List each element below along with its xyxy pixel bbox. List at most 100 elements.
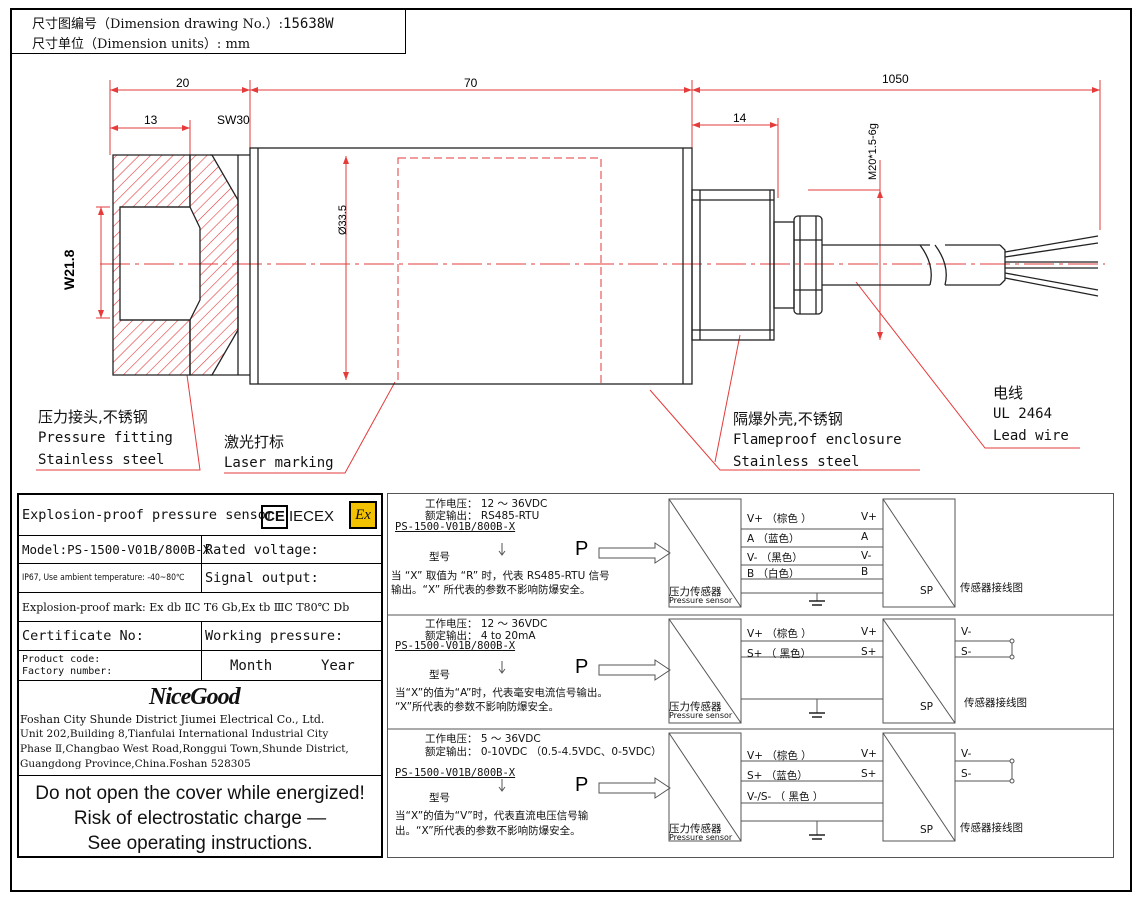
factory-number-label: Factory number: bbox=[22, 665, 113, 677]
p-symbol-2: P bbox=[575, 656, 588, 678]
title-block: 尺寸图编号（Dimension drawing No.）:15638W 尺寸单位… bbox=[10, 8, 406, 54]
warning-line-1: Do not open the cover while energized! bbox=[35, 783, 365, 804]
dim-1050: 1050 bbox=[882, 72, 909, 86]
sec1-sensor-cn: 压力传感器 bbox=[669, 586, 722, 598]
sec2-note-2: “X”所代表的参数不影响防爆安全。 bbox=[395, 701, 560, 713]
sec1-model: PS-1500-V01B/800B-X bbox=[395, 521, 516, 533]
sec2-row-2-right: S+ bbox=[861, 646, 877, 658]
sec3-row-1-right: V+ bbox=[861, 748, 877, 760]
enclosure-label-en: Flameproof enclosure bbox=[733, 432, 902, 448]
warning-block: Do not open the cover while energized! R… bbox=[19, 781, 381, 856]
sec2-term-1: V- bbox=[961, 626, 972, 638]
nameplate: Explosion-proof pressure sensor CE IECEX… bbox=[17, 493, 383, 858]
drawing-number: 15638W bbox=[283, 16, 334, 32]
dim-w218: W21.8 bbox=[61, 249, 77, 290]
ce-mark: CE bbox=[261, 505, 288, 529]
sec3-supply: 工作电压： 5 ～ 36VDC bbox=[425, 733, 541, 745]
sec3-output: 额定输出： 0-10VDC （0.5-4.5VDC、0-5VDC） bbox=[425, 746, 662, 758]
drawing-frame bbox=[10, 8, 1132, 892]
laser-label-en: Laser marking bbox=[224, 455, 334, 471]
dim-13: 13 bbox=[144, 113, 158, 127]
wire-label-en: Lead wire bbox=[993, 428, 1069, 444]
sec2-sp: SP bbox=[920, 701, 933, 713]
sec3-note-2: 出。“X”所代表的参数不影响防爆安全。 bbox=[395, 825, 581, 837]
warning-line-3: See operating instructions. bbox=[87, 833, 313, 854]
wiring-diagrams: P P P 工作电压： 12 ～ 36VDC 额定输出： RS485-RTU P… bbox=[387, 493, 1114, 858]
nameplate-title: Explosion-proof pressure sensor bbox=[22, 507, 274, 523]
sec2-output: 额定输出： 4 to 20mA bbox=[425, 630, 536, 642]
fitting-material: Stainless steel bbox=[38, 452, 165, 468]
address-line-2: Phase Ⅱ,Changbao West Road,Ronggui Town,… bbox=[20, 743, 349, 755]
ip-row: IP67, Use ambient temperature: -40~80℃ S… bbox=[19, 564, 381, 593]
sec2-sensor-cn: 压力传感器 bbox=[669, 701, 722, 713]
sec3-xinghao: 型号 bbox=[429, 792, 450, 804]
fitting-label-cn: 压力接头,不锈钢 bbox=[38, 408, 148, 426]
sec2-row-2-left: S+ （ 黑色） bbox=[747, 648, 812, 660]
dim-thread: M20*1.5-6g bbox=[867, 123, 879, 180]
certificate-row: Certificate No: Working pressure: bbox=[19, 622, 381, 651]
dim-sw30: SW30 bbox=[217, 113, 250, 127]
signal-output: Signal output: bbox=[205, 570, 319, 586]
address-line-1: Unit 202,Building 8,Tianfulai Internatio… bbox=[20, 728, 329, 740]
wire-standard: UL 2464 bbox=[993, 406, 1053, 422]
fitting-label-en: Pressure fitting bbox=[38, 430, 173, 446]
sec1-row-3-left: V- （黑色） bbox=[747, 552, 803, 564]
sec3-sp: SP bbox=[920, 824, 933, 836]
ex-mark-row: Explosion-proof mark: Ex db ⅡC T6 Gb,Ex … bbox=[19, 593, 381, 622]
sec3-row-3-left: V-/S- （ 黑色 ） bbox=[747, 791, 824, 803]
sec1-output: 额定输出： RS485-RTU bbox=[425, 510, 540, 522]
laser-label-cn: 激光打标 bbox=[224, 433, 285, 451]
product-code-label: Product code: bbox=[22, 653, 101, 665]
sec1-row-1-right: V+ bbox=[861, 511, 877, 523]
month-label: Month bbox=[230, 658, 273, 674]
sec1-row-4-left: B （白色） bbox=[747, 568, 800, 580]
dim-70: 70 bbox=[464, 76, 478, 90]
ex-mark: Ex bbox=[349, 501, 377, 529]
sec1-row-2-left: A （蓝色） bbox=[747, 533, 800, 545]
address-line-3: Guangdong Province,China.Foshan 528305 bbox=[20, 758, 251, 770]
sec1-diagram-label: 传感器接线图 bbox=[960, 582, 1023, 594]
company-name: Foshan City Shunde District Jiumei Elect… bbox=[20, 713, 325, 726]
ip-rating: IP67, Use ambient temperature: -40~80℃ bbox=[19, 564, 202, 592]
wiring-lines: P P P bbox=[387, 493, 1114, 858]
dimension-drawing: 20 13 SW30 70 1050 14 M20*1.5-6g Ø33.5 W… bbox=[36, 72, 1105, 474]
sec1-supply: 工作电压： 12 ～ 36VDC bbox=[425, 498, 548, 510]
sec2-sensor-en: Pressure sensor bbox=[669, 711, 733, 720]
sec3-row-2-right: S+ bbox=[861, 768, 877, 780]
sec1-note-2: 输出。“X” 所代表的参数不影响防爆安全。 bbox=[391, 584, 591, 596]
sec3-row-2-left: S+ （蓝色） bbox=[747, 770, 808, 782]
sec2-term-2: S- bbox=[961, 646, 972, 658]
drawing-number-label: 尺寸图编号（Dimension drawing No.）: bbox=[32, 17, 284, 32]
company-row: NiceGood Foshan City Shunde District Jiu… bbox=[19, 681, 381, 776]
p-symbol-1: P bbox=[575, 538, 588, 560]
drawing-number-line: 尺寸图编号（Dimension drawing No.）:15638W bbox=[32, 13, 334, 32]
sec1-row-2-right: A bbox=[861, 531, 869, 543]
sec1-row-1-left: V+ （棕色 ） bbox=[747, 513, 812, 525]
dim-14: 14 bbox=[733, 111, 747, 125]
model-row: Model:PS-1500-V01B/800B-X Rated voltage: bbox=[19, 536, 381, 564]
sec1-row-4-right: B bbox=[861, 566, 869, 578]
product-code-row: Product code: Factory number: Month Year bbox=[19, 651, 381, 681]
sec2-row-1-left: V+ （棕色 ） bbox=[747, 628, 812, 640]
dim-20: 20 bbox=[176, 76, 190, 90]
sec3-note-1: 当“X”的值为“V”时，代表直流电压信号输 bbox=[395, 810, 589, 822]
sec3-term-1: V- bbox=[961, 748, 972, 760]
sec2-model: PS-1500-V01B/800B-X bbox=[395, 640, 516, 652]
sec2-note-1: 当“X”的值为“A”时，代表毫安电流信号输出。 bbox=[395, 687, 608, 699]
nameplate-title-row: Explosion-proof pressure sensor CE IECEX… bbox=[19, 495, 381, 536]
nicegood-logo: NiceGood bbox=[149, 684, 241, 710]
sec1-xinghao: 型号 bbox=[429, 551, 450, 563]
product-factory-cell: Product code: Factory number: bbox=[19, 651, 202, 680]
enclosure-material: Stainless steel bbox=[733, 454, 860, 470]
sec3-row-1-left: V+ （棕色 ） bbox=[747, 750, 812, 762]
enclosure-label-cn: 隔爆外壳,不锈钢 bbox=[733, 410, 843, 428]
working-pressure: Working pressure: bbox=[205, 628, 344, 644]
sec3-diagram-label: 传感器接线图 bbox=[960, 822, 1023, 834]
sec3-model: PS-1500-V01B/800B-X bbox=[395, 767, 516, 779]
sec2-supply: 工作电压： 12 ～ 36VDC bbox=[425, 618, 548, 630]
sec1-row-3-right: V- bbox=[861, 550, 872, 562]
sec2-xinghao: 型号 bbox=[429, 669, 450, 681]
sec2-diagram-label: 传感器接线图 bbox=[964, 697, 1027, 709]
sec3-term-2: S- bbox=[961, 768, 972, 780]
sec1-note-1: 当 “X” 取值为 “R” 时，代表 RS485-RTU 信号 bbox=[391, 570, 610, 582]
